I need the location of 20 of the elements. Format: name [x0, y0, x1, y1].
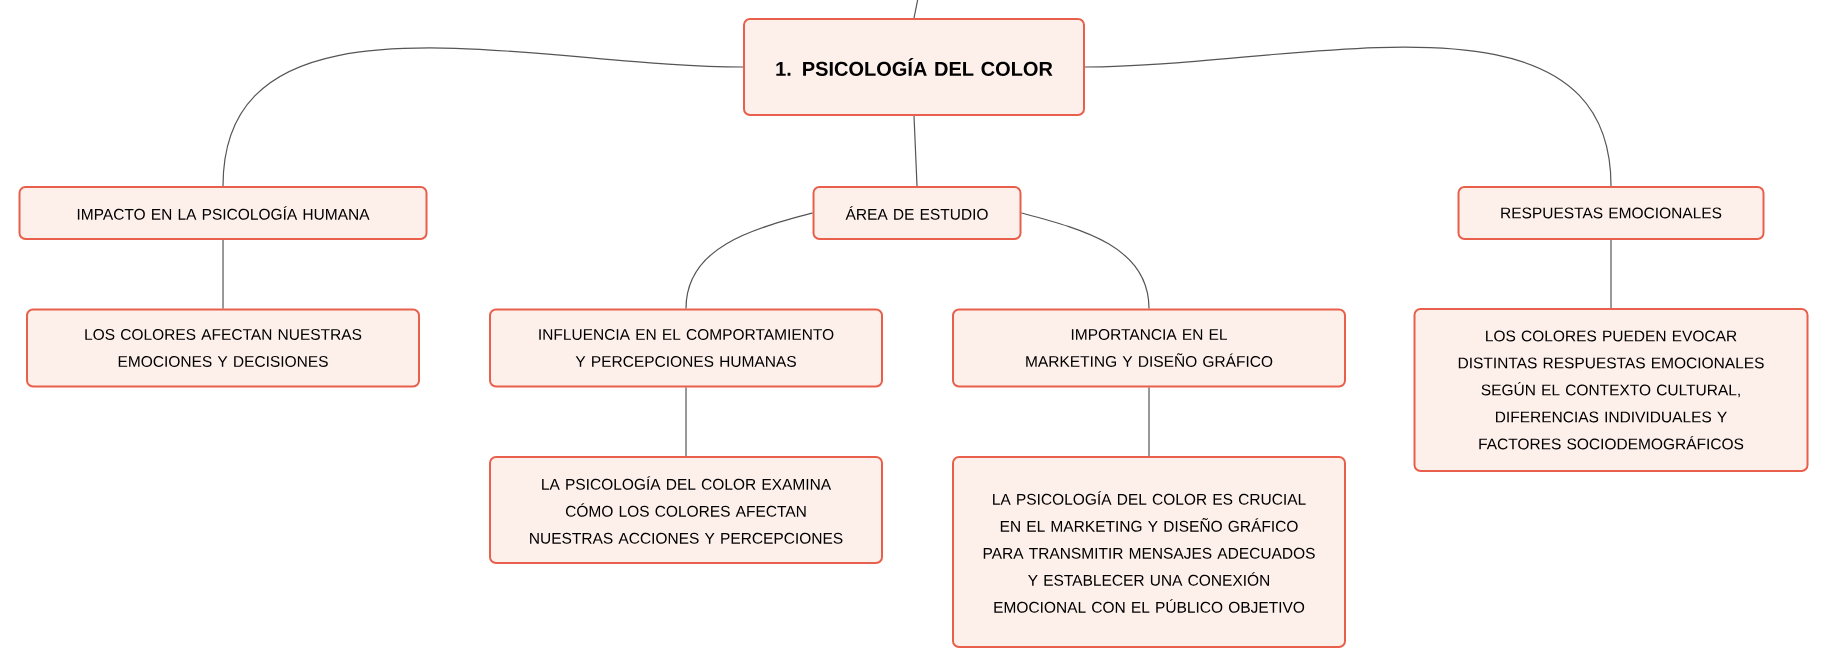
- connector-line: [1084, 46, 1612, 187]
- topic-box: IMPORTANCIA EN EL MARKETING Y DISEÑO GRÁFICO: [952, 308, 1346, 388]
- connector-line: [222, 239, 224, 310]
- connector-line: [685, 212, 814, 310]
- topic-box: LA PSICOLOGÍA DEL COLOR EXAMINA CÓMO LOS COLORES AFECTAN NUESTRAS ACCIONES Y PERCEPCIONES: [489, 456, 883, 564]
- connector-line: [913, 0, 919, 19]
- topic-box: LA PSICOLOGÍA DEL COLOR ES CRUCIAL EN EL MARKETING Y DISEÑO GRÁFICO PARA TRANSMITIR MENSAJES ADECUADOS Y ESTABLECER UNA CONEXIÓN EMOCIONAL CON EL PÚBLICO OBJETIVO: [952, 456, 1346, 648]
- topic-box: IMPACTO EN LA PSICOLOGÍA HUMANA: [18, 186, 428, 240]
- connector-line: [222, 47, 744, 187]
- topic-box: RESPUESTAS EMOCIONALES: [1457, 186, 1765, 240]
- connector-line: [1020, 212, 1150, 310]
- topic-box: LOS COLORES PUEDEN EVOCAR DISTINTAS RESPUESTAS EMOCIONALES SEGÚN EL CONTEXTO CULTURAL, DIFERENCIAS INDIVIDUALES Y FACTORES SOCIODEMOGRÁFICOS: [1413, 308, 1809, 472]
- connector-line: [1610, 239, 1612, 309]
- topic-box: INFLUENCIA EN EL COMPORTAMIENTO Y PERCEPCIONES HUMANAS: [489, 308, 883, 388]
- topic-box: ÁREA DE ESTUDIO: [812, 186, 1022, 240]
- topic-box: LOS COLORES AFECTAN NUESTRAS EMOCIONES Y DECISIONES: [26, 308, 420, 388]
- connector-line: [913, 115, 918, 187]
- title-box: 1. PSICOLOGÍA DEL COLOR: [743, 18, 1085, 116]
- connector-line: [1148, 386, 1150, 457]
- connector-line: [685, 386, 687, 457]
